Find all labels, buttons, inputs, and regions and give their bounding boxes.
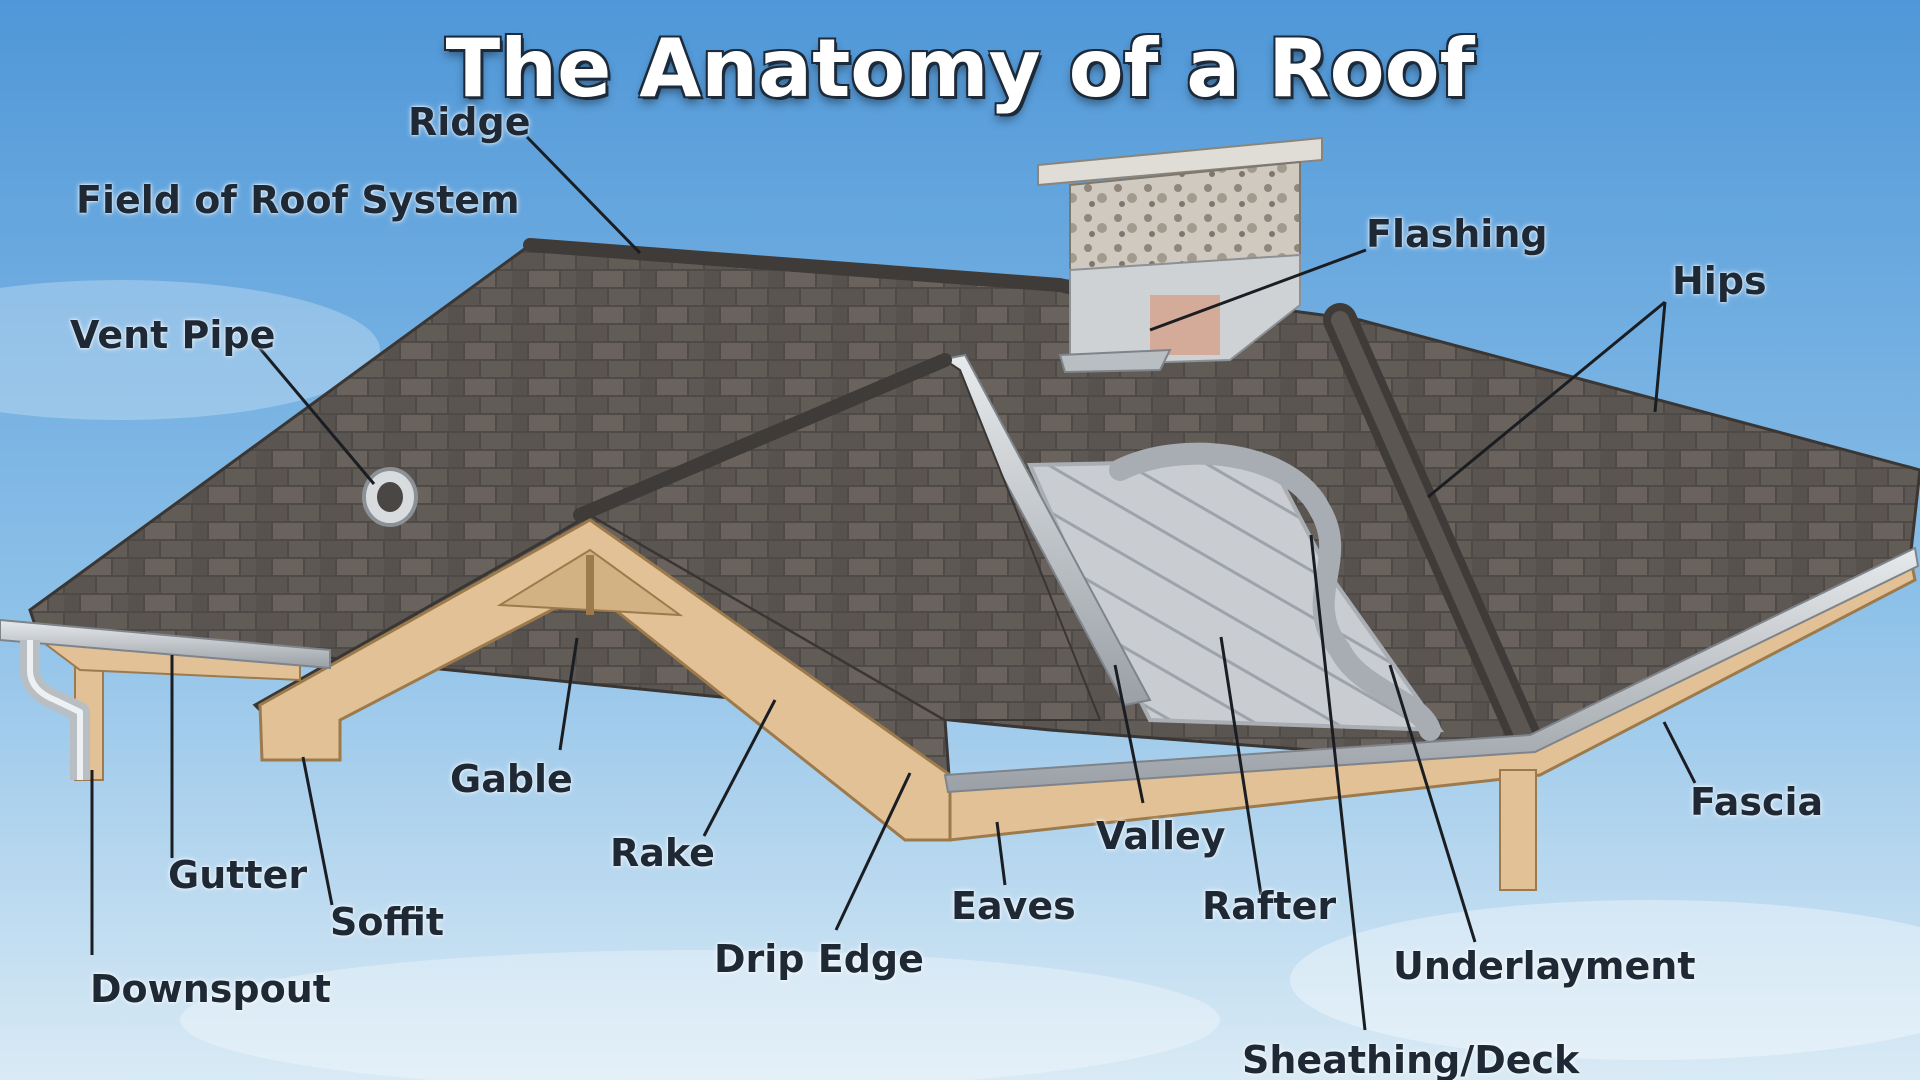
label-fascia: Fascia bbox=[1690, 780, 1824, 824]
label-vent-pipe: Vent Pipe bbox=[70, 313, 276, 357]
label-sheathing-deck: Sheathing/Deck bbox=[1242, 1038, 1580, 1080]
label-gable: Gable bbox=[450, 757, 573, 801]
label-gutter: Gutter bbox=[168, 853, 308, 897]
label-ridge: Ridge bbox=[408, 100, 531, 144]
label-rake: Rake bbox=[610, 831, 715, 875]
label-hips: Hips bbox=[1672, 259, 1767, 303]
label-flashing: Flashing bbox=[1366, 212, 1548, 256]
label-valley: Valley bbox=[1096, 814, 1226, 858]
label-rafter: Rafter bbox=[1202, 884, 1337, 928]
label-underlayment: Underlayment bbox=[1393, 944, 1696, 988]
label-eaves: Eaves bbox=[951, 884, 1076, 928]
label-soffit: Soffit bbox=[330, 900, 445, 944]
label-field-of-roof-system: Field of Roof System bbox=[76, 178, 520, 222]
leader-lines bbox=[90, 135, 1697, 1031]
diagram-title: The Anatomy of a Roof bbox=[445, 22, 1475, 115]
label-downspout: Downspout bbox=[90, 967, 331, 1011]
label-drip-edge: Drip Edge bbox=[714, 937, 924, 981]
